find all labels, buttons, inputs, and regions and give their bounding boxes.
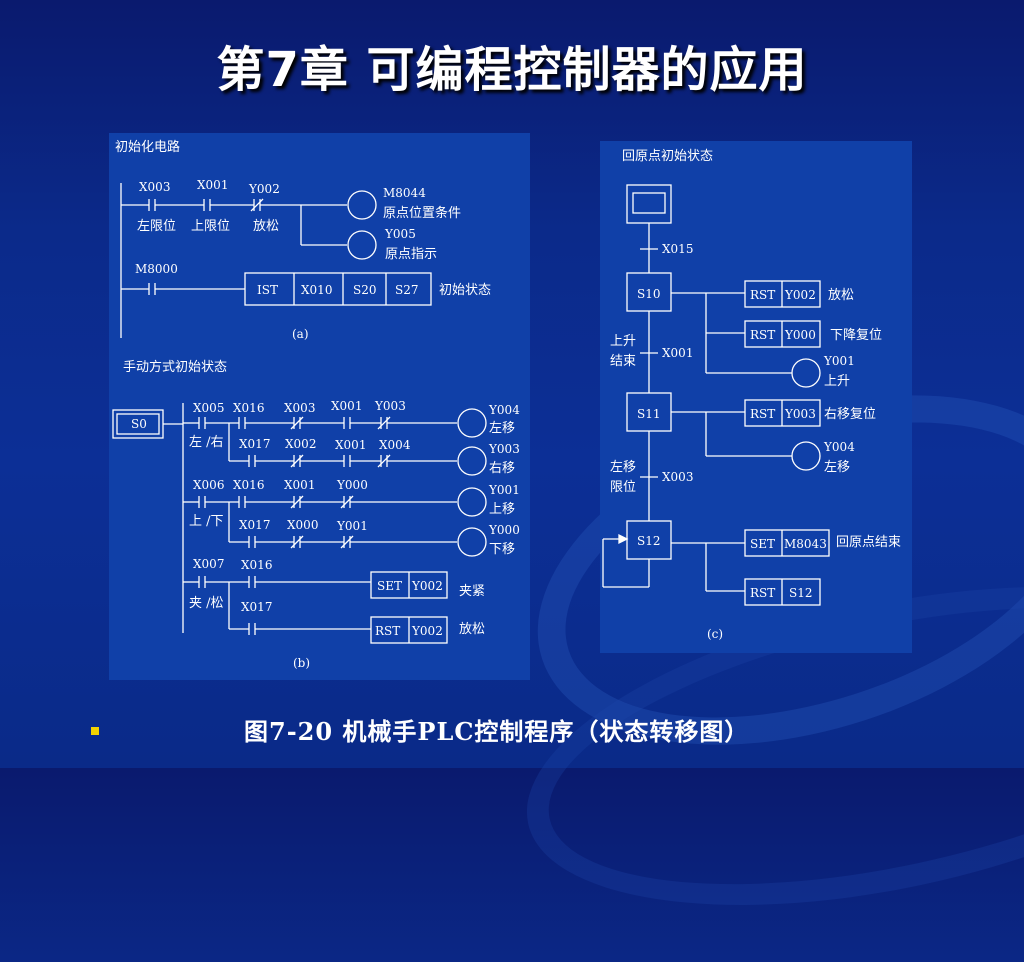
contact-x003-desc: 左限位 (137, 219, 176, 234)
ist-desc: 初始状态 (439, 283, 491, 298)
s11-a1-desc: 右移复位 (824, 407, 876, 422)
ist-cell-4: S27 (395, 283, 419, 297)
trans-x003: X003 (662, 470, 693, 484)
b-r2-coil: Y003 (488, 442, 520, 456)
trans-x003-desc-1: 左移 (610, 460, 636, 475)
b-r4-c3: Y001 (336, 519, 368, 533)
b-r4-coil-desc: 下移 (489, 542, 515, 557)
b-r5-desc: 夹紧 (459, 584, 485, 599)
contact-x001: X001 (197, 178, 228, 192)
b-r2-c3: X001 (335, 438, 366, 452)
state-s11: S11 (637, 407, 661, 421)
label-a: (a) (292, 327, 309, 341)
s11-coil-desc: 左移 (824, 460, 850, 475)
b-r3-coil: Y001 (488, 483, 520, 497)
coil-y005: Y005 (384, 227, 416, 241)
coil-m8044: M8044 (383, 186, 426, 200)
s11-a1-cmd: RST (750, 407, 775, 421)
label-b: (b) (293, 656, 310, 670)
state-s0: S0 (131, 417, 147, 431)
b-r6-cmd: RST (375, 624, 400, 638)
s12-a1-desc: 回原点结束 (836, 535, 901, 550)
s10-a2-desc: 下降复位 (830, 328, 882, 343)
coil-y005-desc: 原点指示 (385, 247, 437, 262)
coil-m8044-desc: 原点位置条件 (383, 205, 461, 221)
s11-a1-target: Y003 (784, 407, 816, 421)
label-c: (c) (707, 627, 723, 641)
s12-a2-target: S12 (789, 586, 813, 600)
b-r1-c2: X016 (233, 401, 264, 415)
b-r1-c4: X001 (331, 399, 362, 413)
b-r4-c1: X017 (239, 518, 270, 532)
s10-a1-desc: 放松 (828, 288, 854, 303)
b-r6-target: Y002 (411, 624, 443, 638)
b-r5-cmd: SET (377, 579, 402, 593)
b-r5-target: Y002 (411, 579, 443, 593)
figure-caption: 图7-20 机械手PLC控制程序（状态转移图） (244, 717, 750, 746)
state-s12: S12 (637, 534, 661, 548)
contact-x001-desc: 上限位 (191, 219, 230, 234)
b-r1-c1: X005 (193, 401, 224, 415)
trans-x015: X015 (662, 242, 693, 256)
trans-x001-desc-2: 结束 (610, 354, 636, 369)
b-r3-coil-desc: 上移 (489, 502, 515, 517)
b-r2-coil-desc: 右移 (489, 461, 515, 476)
b-r3-c1: X006 (193, 478, 224, 492)
b-r2-c1: X017 (239, 437, 270, 451)
b-r2-c2: X002 (285, 437, 316, 451)
trans-x003-desc-2: 限位 (610, 480, 636, 495)
ist-cell-2: X010 (301, 283, 332, 297)
trans-x001-desc-1: 上升 (610, 334, 636, 349)
s10-a1-target: Y002 (784, 288, 816, 302)
s10-a2-target: Y000 (784, 328, 816, 342)
sel-left-right: 左 /右 (189, 435, 224, 450)
b-r1-c5: Y003 (374, 399, 406, 413)
sel-clamp-release: 夹 /松 (189, 596, 224, 611)
b-r3-c2: X016 (233, 478, 264, 492)
contact-x003: X003 (139, 180, 170, 194)
b-r4-coil: Y000 (488, 523, 520, 537)
contact-y002: Y002 (248, 182, 280, 196)
s12-a1-cmd: SET (750, 537, 775, 551)
b-r4-c2: X000 (287, 518, 318, 532)
b-r3-c3: X001 (284, 478, 315, 492)
slide-title: 第7章 可编程控制器的应用 (216, 42, 808, 98)
b-r1-coil-desc: 左移 (489, 421, 515, 436)
trans-x001: X001 (662, 346, 693, 360)
s10-a1-cmd: RST (750, 288, 775, 302)
bullet-icon (91, 727, 99, 735)
panel-c-title: 回原点初始状态 (622, 149, 713, 164)
b-r1-coil: Y004 (488, 403, 520, 417)
s10-coil: Y001 (823, 354, 855, 368)
b-r5-c2: X016 (241, 558, 272, 572)
contact-y002-desc: 放松 (253, 219, 279, 234)
b-r2-c4: X004 (379, 438, 411, 452)
b-r1-c3: X003 (284, 401, 315, 415)
panel-a-title: 初始化电路 (115, 139, 180, 155)
ist-cell-1: IST (257, 283, 278, 297)
ist-cell-3: S20 (353, 283, 377, 297)
s10-coil-desc: 上升 (824, 374, 850, 389)
contact-m8000: M8000 (135, 262, 178, 276)
panel-b-title: 手动方式初始状态 (123, 359, 227, 375)
s10-a2-cmd: RST (750, 328, 775, 342)
b-r3-c4: Y000 (336, 478, 368, 492)
sfc-diagram-panel: 回原点初始状态 X015 S10 RST Y002 放松 RST Y000 下降… (600, 141, 912, 653)
b-r6-desc: 放松 (459, 622, 485, 637)
s12-a2-cmd: RST (750, 586, 775, 600)
b-r5-c1: X007 (193, 557, 224, 571)
sel-up-down: 上 /下 (189, 514, 224, 529)
state-s10: S10 (637, 287, 661, 301)
ladder-diagram-panel: 初始化电路 X003 X001 Y002 左限位 上限位 放松 M8044 原点… (109, 133, 530, 680)
b-r6-c1: X017 (241, 600, 272, 614)
s11-coil: Y004 (823, 440, 855, 454)
s12-a1-target: M8043 (784, 537, 827, 551)
